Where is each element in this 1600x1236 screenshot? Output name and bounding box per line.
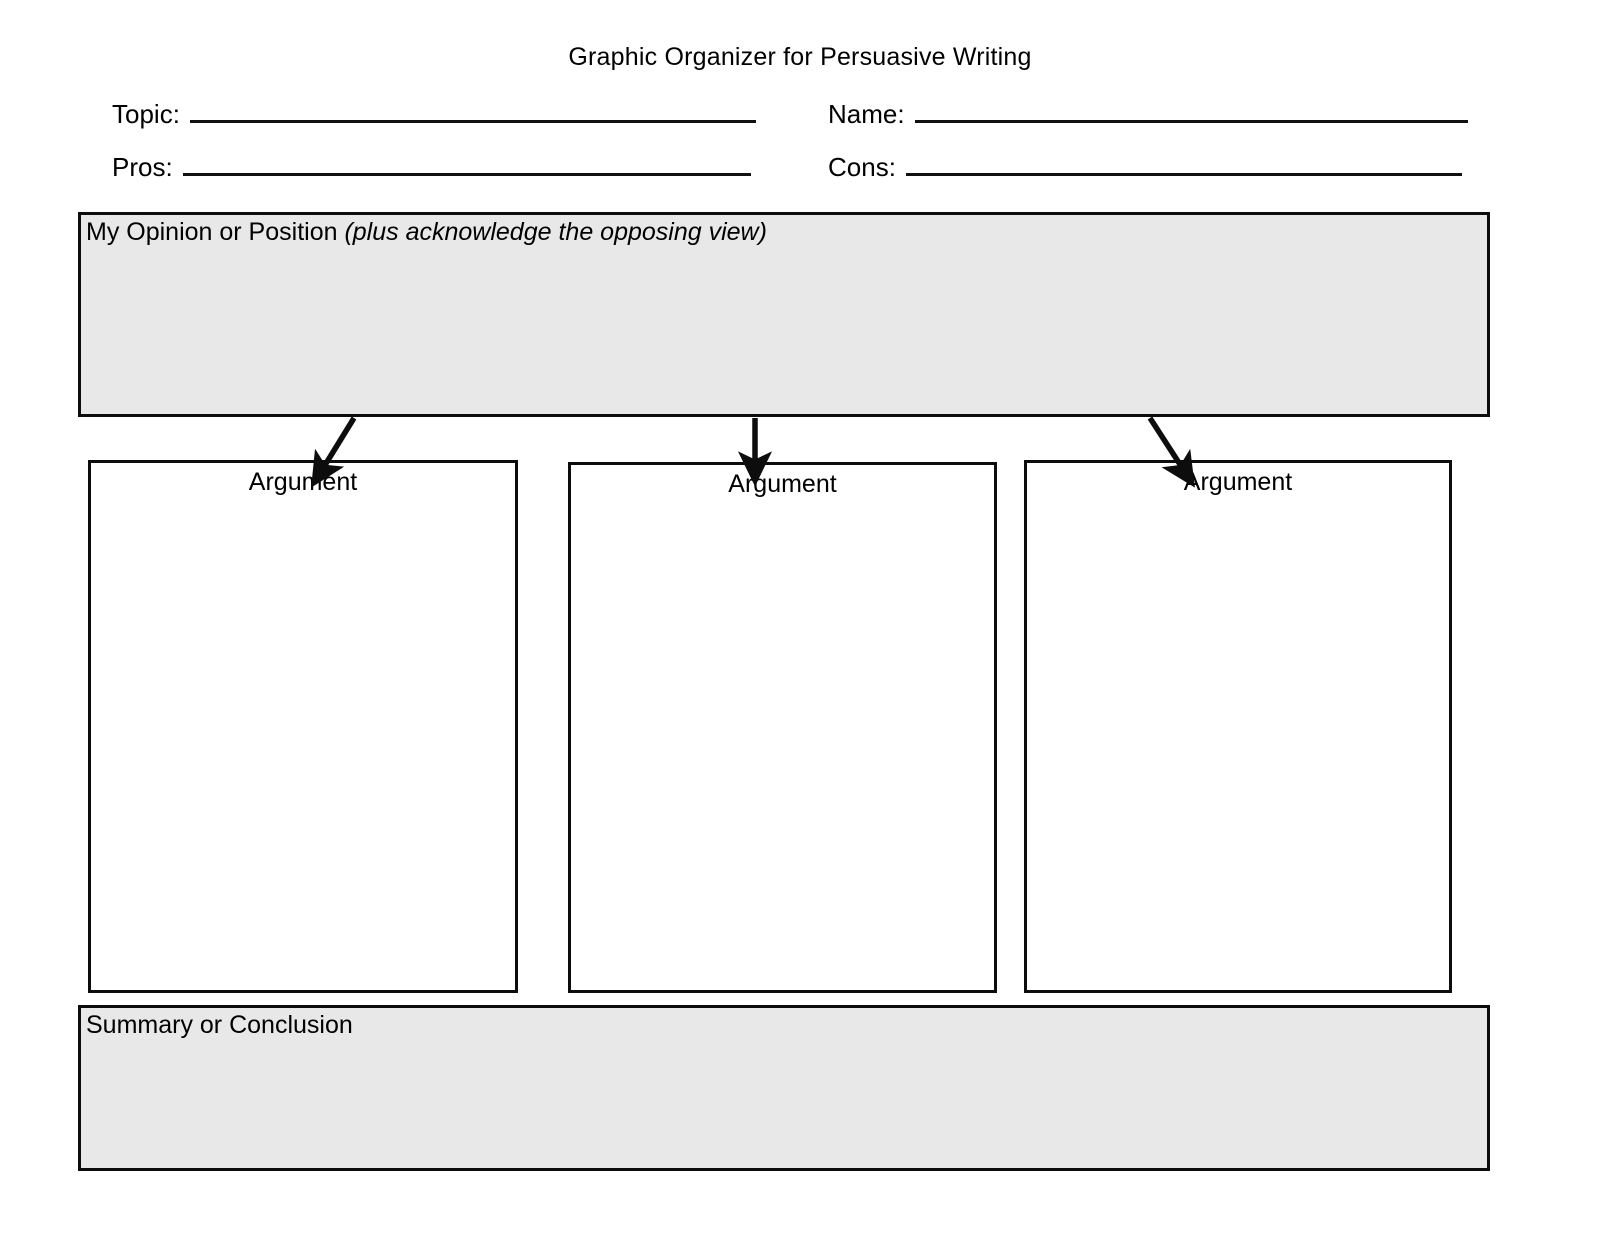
opinion-box-heading: My Opinion or Position (plus acknowledge… (86, 218, 767, 247)
field-pros-label: Pros: (112, 152, 173, 182)
argument-box-2[interactable]: Argument (568, 462, 997, 993)
argument-box-3-label: Argument (1183, 468, 1293, 496)
field-pros[interactable]: Pros: (112, 152, 751, 183)
argument-box-2-label: Argument (728, 470, 837, 498)
field-cons-input[interactable] (905, 156, 1462, 176)
field-topic[interactable]: Topic: (112, 99, 756, 130)
field-topic-label: Topic: (112, 99, 180, 129)
field-name[interactable]: Name: (828, 99, 1468, 130)
argument-box-1-label: Argument (248, 468, 358, 496)
field-topic-input[interactable] (189, 103, 756, 123)
field-cons[interactable]: Cons: (828, 152, 1462, 183)
field-name-label: Name: (828, 99, 905, 129)
argument-box-1[interactable]: Argument (88, 460, 518, 993)
opinion-box-heading-main: My Opinion or Position (86, 218, 345, 246)
summary-box[interactable]: Summary or Conclusion (78, 1005, 1490, 1171)
opinion-box-heading-note: (plus acknowledge the opposing view) (344, 218, 767, 246)
page-title: Graphic Organizer for Persuasive Writing (568, 43, 1032, 71)
opinion-box[interactable]: My Opinion or Position (plus acknowledge… (78, 212, 1490, 417)
field-cons-label: Cons: (828, 152, 896, 182)
field-name-input[interactable] (914, 103, 1468, 123)
field-pros-input[interactable] (182, 156, 751, 176)
summary-box-heading: Summary or Conclusion (86, 1011, 353, 1039)
argument-box-3[interactable]: Argument (1024, 460, 1452, 993)
